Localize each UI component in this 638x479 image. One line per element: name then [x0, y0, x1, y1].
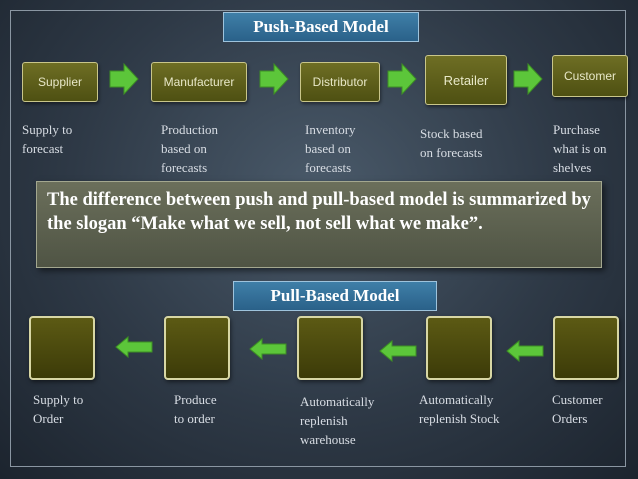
pull-caption-distributor: Automatically replenish warehouse — [300, 394, 375, 447]
pull-caption-customer: Customer Orders — [552, 392, 603, 426]
pull-stage-box — [553, 316, 619, 380]
push-stage-supplier: Supplier — [22, 62, 98, 102]
push-stage-retailer: Retailer — [425, 55, 507, 105]
push-caption-customer: Purchase what is on shelves — [553, 122, 607, 175]
arrow-right-icon — [387, 62, 417, 96]
push-stage-customer: Customer — [552, 55, 628, 97]
slogan-box: The difference between push and pull-bas… — [36, 181, 602, 268]
push-caption-retailer: Stock based on forecasts — [420, 126, 483, 160]
push-caption-supplier: Supply to forecast — [22, 122, 73, 156]
stage-label: Manufacturer — [163, 75, 235, 89]
push-caption-distributor: Inventory based on forecasts — [305, 122, 356, 175]
slide-frame — [10, 10, 626, 467]
push-stage-manufacturer: Manufacturer — [151, 62, 247, 102]
pull-caption-retailer: Automatically replenish Stock — [419, 392, 500, 426]
arrow-left-icon — [379, 339, 417, 363]
arrow-right-icon — [513, 62, 543, 96]
pull-caption-manufacturer: Produce to order — [174, 392, 217, 426]
stage-label: Retailer — [443, 72, 489, 88]
stage-label: Distributor — [312, 75, 368, 89]
push-caption-manufacturer: Production based on forecasts — [161, 122, 219, 175]
push-stage-distributor: Distributor — [300, 62, 380, 102]
pull-stage-box — [297, 316, 363, 380]
pull-model-title: Pull-Based Model — [233, 281, 437, 311]
pull-stage-box — [29, 316, 95, 380]
arrow-left-icon — [115, 335, 153, 359]
stage-label: Supplier — [37, 75, 83, 89]
push-model-title: Push-Based Model — [223, 12, 419, 42]
stage-label: Customer — [563, 69, 616, 83]
arrow-left-icon — [249, 337, 287, 361]
arrow-right-icon — [259, 62, 289, 96]
arrow-right-icon — [109, 62, 139, 96]
arrow-left-icon — [506, 339, 544, 363]
pull-stage-box — [426, 316, 492, 380]
pull-stage-box — [164, 316, 230, 380]
pull-caption-supplier: Supply to Order — [33, 392, 84, 426]
